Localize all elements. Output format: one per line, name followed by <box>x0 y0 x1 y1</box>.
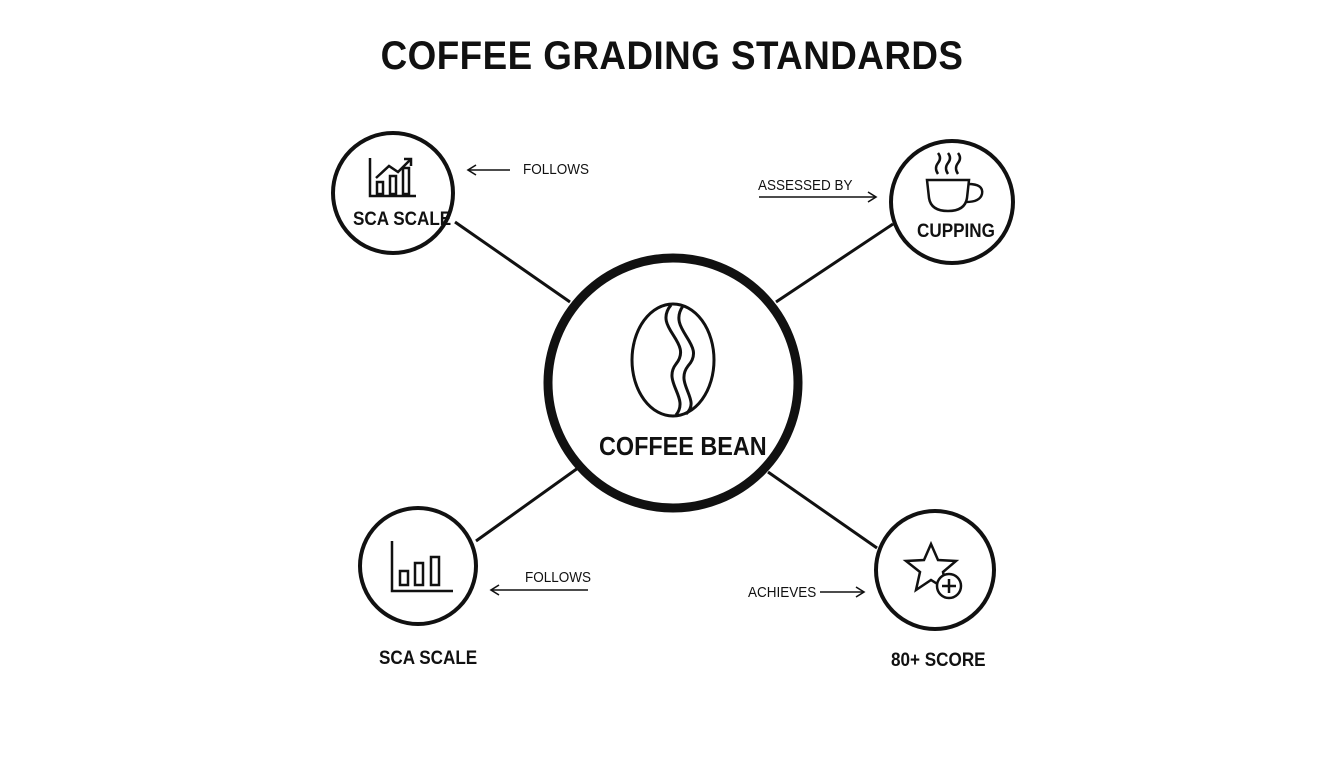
edge-line-80-score <box>767 470 878 550</box>
node-sca-scale-bottom <box>358 506 478 626</box>
edge-label-follows-top: FOLLOWS <box>523 161 590 178</box>
node-80-score <box>874 509 996 631</box>
node-cupping <box>889 139 1015 265</box>
arrow-left-icon <box>466 164 510 176</box>
edge-line-sca-scale-top <box>454 220 571 304</box>
coffee-bean-icon <box>630 302 716 418</box>
edge-label-follows-bottom: FOLLOWS <box>525 569 592 586</box>
edge-line-sca-scale-bottom <box>475 466 579 543</box>
star-plus-icon <box>902 540 963 600</box>
chart-trend-icon <box>368 157 416 198</box>
diagram-title: COFFEE GRADING STANDARDS <box>380 34 964 78</box>
edge-label-achieves: ACHIEVES <box>748 584 817 601</box>
arrow-left-icon <box>489 584 588 596</box>
node-label-cupping: CUPPING <box>917 221 995 242</box>
node-label-sca-scale-bottom: SCA SCALE <box>379 648 478 669</box>
center-node-label: COFFEE BEAN <box>599 431 767 461</box>
bar-chart-icon <box>390 541 453 593</box>
node-label-sca-scale-top: SCA SCALE <box>353 209 452 230</box>
arrow-right-icon <box>820 586 866 598</box>
edge-line-cupping <box>775 222 894 304</box>
node-label-80-score: 80+ SCORE <box>891 650 986 671</box>
coffee-cup-icon <box>925 152 984 213</box>
arrow-right-icon <box>759 191 878 203</box>
edge-label-assessed-by: ASSESSED BY <box>758 177 853 194</box>
